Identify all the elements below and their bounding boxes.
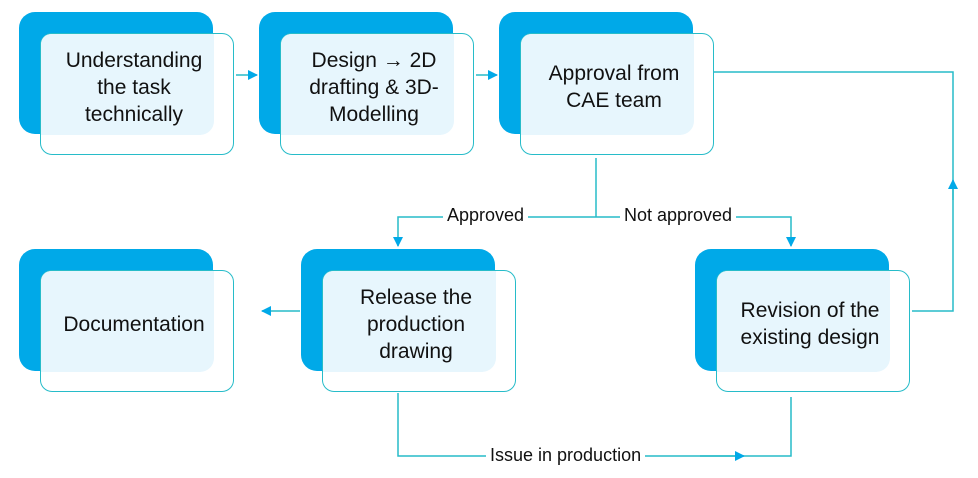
edge-label-approved: Approved — [443, 205, 529, 226]
node-front-panel — [40, 270, 234, 392]
node-front-panel — [280, 33, 474, 155]
node-design: Design → 2D drafting & 3D- Modelling — [259, 12, 475, 156]
node-label: Release the production drawing — [359, 285, 473, 363]
node-front-panel — [322, 270, 516, 392]
node-front-panel — [40, 33, 234, 155]
edge-label-issue-in-production: Issue in production — [486, 445, 646, 466]
node-front-panel — [716, 270, 910, 392]
node-documentation: Documentation — [19, 249, 235, 393]
node-label: Approval from CAE team — [548, 62, 680, 112]
node-label: Revision of the existing design — [740, 299, 880, 349]
node-understanding: Understanding the task technically — [19, 12, 235, 156]
arrow-approved-branch — [393, 216, 596, 247]
node-label: Design → 2D drafting & 3D- Modelling — [309, 48, 439, 126]
node-approval: Approval from CAE team — [499, 12, 715, 156]
node-release: Release the production drawing — [301, 249, 517, 393]
node-label: Understanding the task technically — [65, 48, 203, 126]
node-front-panel — [520, 33, 714, 155]
node-revision: Revision of the existing design — [695, 249, 911, 393]
edge-label-not-approved: Not approved — [620, 205, 737, 226]
node-label: Documentation — [63, 312, 205, 336]
